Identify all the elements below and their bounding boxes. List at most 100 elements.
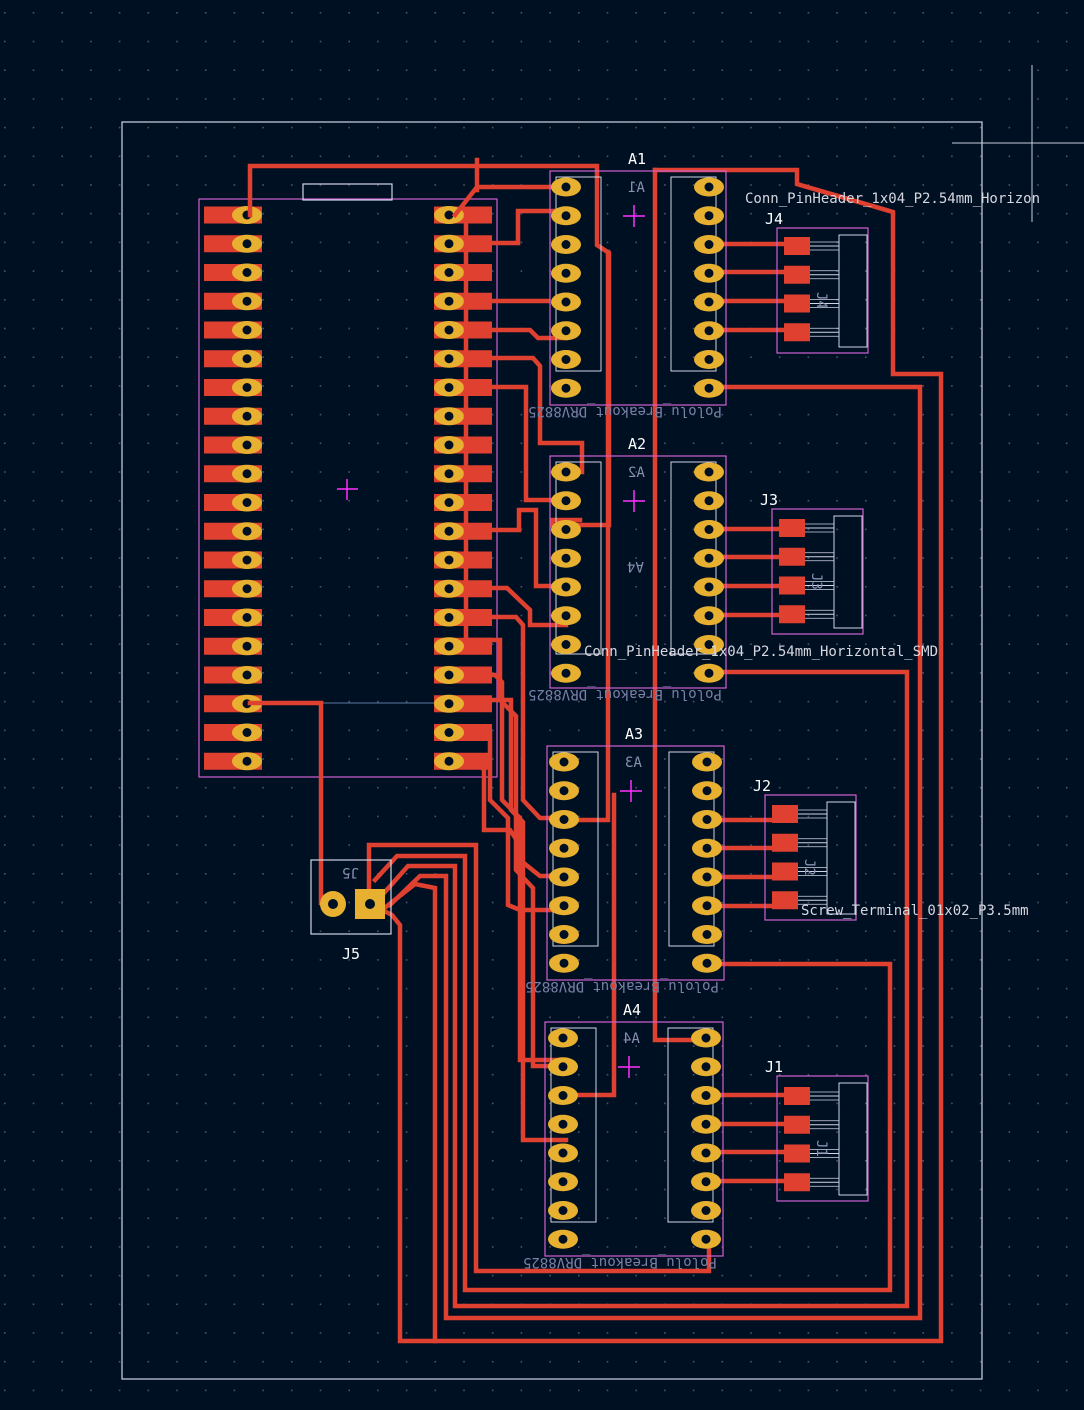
driver-pad[interactable]	[692, 896, 722, 916]
driver-pad[interactable]	[691, 1172, 721, 1192]
driver-pad[interactable]	[691, 1028, 721, 1048]
driver-pad[interactable]	[694, 235, 724, 254]
connector-pad[interactable]	[772, 833, 798, 852]
connector-pad[interactable]	[779, 576, 805, 595]
driver-pad[interactable]	[691, 1229, 721, 1249]
driver-pad[interactable]	[551, 206, 581, 226]
mcu-pad-right[interactable]	[434, 608, 492, 627]
mcu-pad-left[interactable]	[204, 436, 262, 454]
mcu-pad-right[interactable]	[434, 234, 492, 253]
driver-pad[interactable]	[549, 781, 579, 801]
driver-pad[interactable]	[549, 867, 579, 887]
driver-pad[interactable]	[548, 1143, 578, 1163]
driver-pad[interactable]	[551, 520, 581, 539]
driver-pad[interactable]	[694, 378, 724, 398]
driver-pad[interactable]	[551, 177, 581, 197]
driver-pad[interactable]	[548, 1172, 578, 1192]
driver-pad[interactable]	[691, 1086, 721, 1105]
driver-pad[interactable]	[692, 867, 722, 887]
driver-pad[interactable]	[692, 752, 722, 772]
driver-pad[interactable]	[551, 378, 581, 398]
connector-pad[interactable]	[772, 862, 798, 881]
mcu-pad-right[interactable]	[434, 464, 492, 483]
mcu-pad-right[interactable]	[434, 493, 492, 512]
driver-pad[interactable]	[694, 263, 724, 283]
driver-pad[interactable]	[694, 548, 724, 568]
mcu-pad-left[interactable]	[204, 694, 262, 713]
mcu-pad-right[interactable]	[434, 321, 492, 339]
mcu-pad-left[interactable]	[204, 464, 262, 483]
driver-pad[interactable]	[551, 635, 581, 654]
mcu-module-footprint[interactable]	[198, 183, 498, 778]
driver-pad[interactable]	[692, 838, 722, 858]
driver-pad[interactable]	[551, 491, 581, 511]
mcu-pad-right[interactable]	[434, 551, 492, 569]
driver-pad[interactable]	[551, 548, 581, 568]
driver-pad[interactable]	[694, 635, 724, 654]
board-outline[interactable]	[121, 121, 983, 1380]
driver-pad[interactable]	[549, 810, 579, 829]
connector-pad[interactable]	[784, 1144, 810, 1163]
mcu-pad-left[interactable]	[204, 752, 262, 771]
mcu-pad-right[interactable]	[434, 292, 492, 311]
connector-pad[interactable]	[784, 1115, 810, 1134]
connector-pad[interactable]	[772, 891, 798, 910]
mcu-pad-right[interactable]	[434, 349, 492, 368]
driver-pad[interactable]	[694, 350, 724, 369]
driver-pad[interactable]	[694, 491, 724, 511]
mcu-pad-left[interactable]	[204, 378, 262, 397]
mcu-pad-left[interactable]	[204, 666, 262, 684]
mcu-pad-right[interactable]	[434, 263, 492, 282]
mcu-pad-right[interactable]	[434, 723, 492, 742]
driver-pad[interactable]	[551, 663, 581, 683]
driver-pad[interactable]	[549, 838, 579, 858]
driver-pad[interactable]	[549, 925, 579, 944]
driver-pad[interactable]	[694, 292, 724, 312]
mcu-pad-left[interactable]	[204, 522, 262, 541]
mcu-pad-left[interactable]	[204, 579, 262, 598]
connector-pad[interactable]	[784, 323, 810, 342]
driver-pad[interactable]	[549, 752, 579, 772]
mcu-pad-left[interactable]	[204, 551, 262, 569]
mcu-pad-right[interactable]	[434, 694, 492, 713]
mcu-pad-right[interactable]	[434, 522, 492, 541]
mcu-pad-left[interactable]	[204, 206, 262, 224]
driver-pad[interactable]	[691, 1057, 721, 1077]
driver-pad[interactable]	[548, 1028, 578, 1048]
driver-pad[interactable]	[694, 520, 724, 539]
driver-pad[interactable]	[551, 606, 581, 626]
driver-pad[interactable]	[694, 177, 724, 197]
mcu-pad-right[interactable]	[434, 436, 492, 454]
driver-pad[interactable]	[551, 350, 581, 369]
driver-pad[interactable]	[694, 462, 724, 482]
driver-pad[interactable]	[551, 462, 581, 482]
driver-pad[interactable]	[548, 1201, 578, 1220]
mcu-pad-right[interactable]	[434, 407, 492, 426]
driver-pad[interactable]	[694, 321, 724, 341]
connector-pad[interactable]	[784, 1087, 810, 1105]
connector-pad[interactable]	[784, 265, 810, 284]
mcu-pad-right[interactable]	[434, 378, 492, 397]
driver-pad[interactable]	[548, 1114, 578, 1134]
driver-pad[interactable]	[549, 953, 579, 973]
driver-pad[interactable]	[692, 781, 722, 801]
mcu-pad-right[interactable]	[434, 666, 492, 684]
copper-tracks[interactable]	[247, 157, 944, 1344]
driver-pad[interactable]	[691, 1201, 721, 1220]
driver-pad[interactable]	[694, 577, 724, 597]
connector-pad[interactable]	[779, 605, 805, 624]
connector-pad[interactable]	[784, 237, 810, 255]
connector-pad[interactable]	[779, 519, 805, 537]
driver-pad[interactable]	[692, 953, 722, 973]
driver-pad[interactable]	[551, 292, 581, 312]
mcu-pad-right[interactable]	[434, 579, 492, 598]
mcu-pad-left[interactable]	[204, 321, 262, 339]
